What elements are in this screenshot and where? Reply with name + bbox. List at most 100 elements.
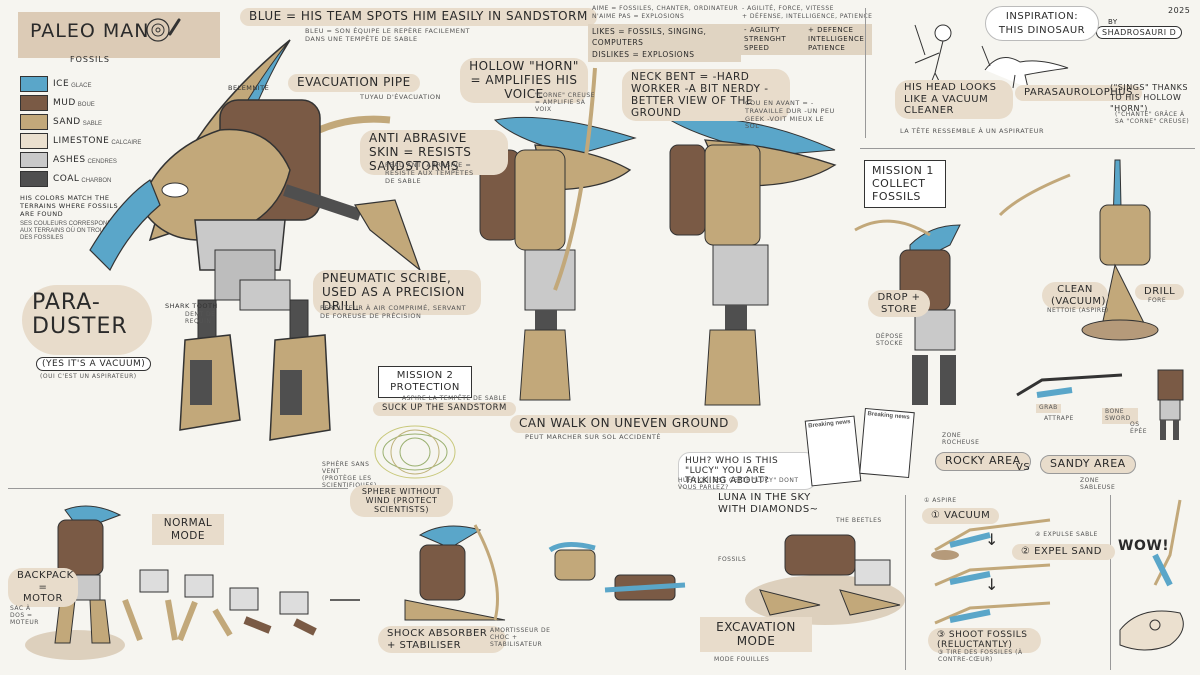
likes-box: LIKES = FOSSILS, SINGING, COMPUTERS DISL… [588, 24, 741, 62]
grab-label-fr: ATTRAPE [1044, 415, 1074, 422]
sandy-area-label-fr: ZONE SABLEUSE [1080, 477, 1116, 491]
shoot-step-sketch [934, 601, 1051, 625]
expel-step-sketch [934, 563, 1051, 587]
vacuum-step-sketch [931, 518, 1051, 560]
mission-1-figure-clean [998, 159, 1159, 341]
likes-text: LIKES = FOSSILS, SINGING, COMPUTERS [592, 27, 707, 48]
dino-skull-sketch [1119, 499, 1184, 651]
author-by: BY [1108, 18, 1118, 26]
excavation-mode-label: EXCAVATION MODE [700, 617, 812, 652]
shoot-step-label: ③ SHOOT FOSSILS (RELUCTANTLY) [928, 628, 1041, 653]
evacuation-pipe-label: EVACUATION PIPE [288, 74, 420, 92]
excavation-figure [745, 534, 905, 625]
stats-minus-fr: - AGILITÉ, FORCE, VITESSE [742, 5, 834, 12]
bone-sword-label: BONE SWORD [1102, 408, 1138, 424]
drop-store-label-fr: DÉPOSE STOCKE [875, 333, 904, 347]
down-arrow-2: ↓ [985, 575, 999, 594]
uneven-ground-label: CAN WALK ON UNEVEN GROUND [510, 415, 738, 433]
dislikes-text: DISLIKES = EXPLOSIONS [592, 49, 695, 59]
legend-label-fr: GLACE [71, 83, 92, 90]
normal-mode-label: NORMAL MODE [152, 514, 224, 546]
shock-absorber-label: SHOCK ABSORBER + STABILISER [378, 626, 506, 653]
legend-note: HIS COLORS MATCH THE TERRAINS WHERE FOSS… [20, 194, 119, 219]
author-name: SHADROSAURI D [1096, 26, 1183, 39]
news-headline: Breaking news [807, 419, 851, 430]
blue-label: BLUE = HIS TEAM SPOTS HIM EASILY IN SAND… [240, 8, 597, 26]
excavation-sequence [548, 542, 686, 601]
legend-label-fr: SABLE [82, 121, 103, 128]
vacuum-step-label: ① VACUUM [922, 508, 1000, 524]
clean-vacuum-label-fr: NETTOIE (ASPIRE) [1047, 307, 1109, 314]
wow-label: WOW! [1118, 538, 1170, 554]
bone-sword-figure [1157, 369, 1184, 440]
shoot-step-fr: ③ TIRE DES FOSSILES (À CONTRE-CŒUR) [938, 649, 1023, 663]
pneumatic-scribe-label-fr: PERCUTEUR À AIR COMPRIMÉ, SERVANT DE FOR… [320, 304, 467, 320]
suck-sandstorm-label: SUCK UP THE SANDSTORM [373, 402, 516, 416]
legend-label: ICE [53, 78, 70, 89]
mission-1-figure-drop [854, 219, 961, 405]
lucy-question-fr: HUH? QUI EST CETTE "LUCY" DONT VOUS PARL… [678, 477, 799, 491]
backpack-motor-label: BACKPACK = MOTOR [8, 568, 78, 607]
sphere-label: SPHERE WITHOUT WIND (PROTECT SCIENTISTS) [350, 485, 453, 517]
hollow-horn-label-fr: "CORNE" CREUSE = AMPLIFIE SA VOIX [535, 92, 595, 113]
news-paper-1: Breaking news [804, 415, 862, 487]
wow-divider [1110, 495, 1111, 670]
down-arrow-1: ↓ [985, 530, 999, 549]
news-paper-2: Breaking news [859, 407, 915, 479]
hollow-horn-label: HOLLOW "HORN" = AMPLIFIES HIS VOICE [460, 58, 588, 104]
shark-tooth-label-fr: DENT DE REQUIN [185, 311, 216, 325]
legend-label-fr: BOUE [77, 102, 95, 109]
sandy-area-label: SANDY AREA [1040, 455, 1136, 474]
news-headline: Breaking news [867, 411, 910, 421]
legend-swatch [20, 132, 48, 149]
legend-swatch [20, 170, 48, 187]
head-vacuum-label: HIS HEAD LOOKS LIKE A VACUUM CLEANER [895, 80, 1013, 119]
transform-sequence [122, 569, 360, 642]
legend-swatch [20, 151, 48, 168]
para-duster-subtitle: (YES IT'S A VACUUM) [36, 357, 152, 371]
paleo-man-front-figure [89, 39, 422, 441]
sandstorm-sphere [374, 425, 456, 479]
legend-label: LIMESTONE [53, 135, 110, 146]
beetles-label: THE BEETLES [836, 517, 882, 524]
rocky-area-label-fr: ZONE ROCHEUSE [942, 432, 980, 446]
blue-label-fr: BLEU = SON ÉQUIPE LE REPÈRE FACILEMENT D… [305, 27, 471, 43]
luna-song: LUNA IN THE SKY WITH DIAMONDS~ [718, 492, 819, 515]
page-title: PALEO MAN FOSSILS [18, 12, 220, 64]
expel-step-fr: ② EXPULSE SABLE [1035, 531, 1098, 538]
legend-note-fr: SES COULEURS CORRESPONDENT AUX TERRAINS … [20, 221, 124, 242]
paleo-man-back-view [668, 117, 837, 406]
parasaurolophus-note: ("SINGS" THANKS TO HIS HOLLOW "HORN") [1110, 83, 1188, 113]
grab-label: GRAB [1036, 404, 1061, 413]
bottom-divider [8, 488, 348, 489]
para-duster-text: PARA- DUSTER [32, 290, 128, 340]
para-duster-subtitle-fr: (OUI C'EST UN ASPIRATEUR) [40, 373, 137, 380]
belemnite-label: BELEMNITE [228, 84, 270, 92]
excavation-mode-label-fr: MODE FOUILLES [714, 656, 770, 663]
normal-mode-figure [25, 505, 125, 660]
drill-label-fr: FORE [1148, 297, 1167, 304]
legend-label-fr: CALCAIRE [111, 140, 142, 147]
legend-label-fr: CHARBON [81, 178, 112, 185]
grab-arm-sketch [1016, 373, 1123, 398]
likes-fr: AIME = FOSSILES, CHANTER, ORDINATEUR [592, 5, 739, 12]
paleo-man-side-view [479, 67, 637, 401]
legend-label: ASHES [53, 154, 86, 165]
evacuation-pipe-label-fr: TUYAU D'ÉVACUATION [360, 93, 441, 101]
pneumatic-scribe-label: PNEUMATIC SCRIBE, USED AS A PRECISION DR… [313, 270, 481, 316]
clean-vacuum-label: CLEAN (VACUUM) [1042, 282, 1108, 309]
vacuum-step-fr: ① ASPIRE [924, 497, 957, 504]
shark-tooth-label: SHARK TOOTH [165, 302, 218, 310]
bone-sword-label-fr: OS ÉPÉE [1130, 421, 1147, 435]
legend-swatch [20, 113, 48, 130]
dislikes-fr: N'AIME PAS = EXPLOSIONS [592, 13, 685, 20]
stats-divider [865, 8, 866, 138]
stats-minus-box: - AGILITY STRENGHT SPEED [740, 24, 806, 56]
stats-plus-fr: + DÉFENSE, INTELLIGENCE, PATIENCE [742, 13, 873, 20]
